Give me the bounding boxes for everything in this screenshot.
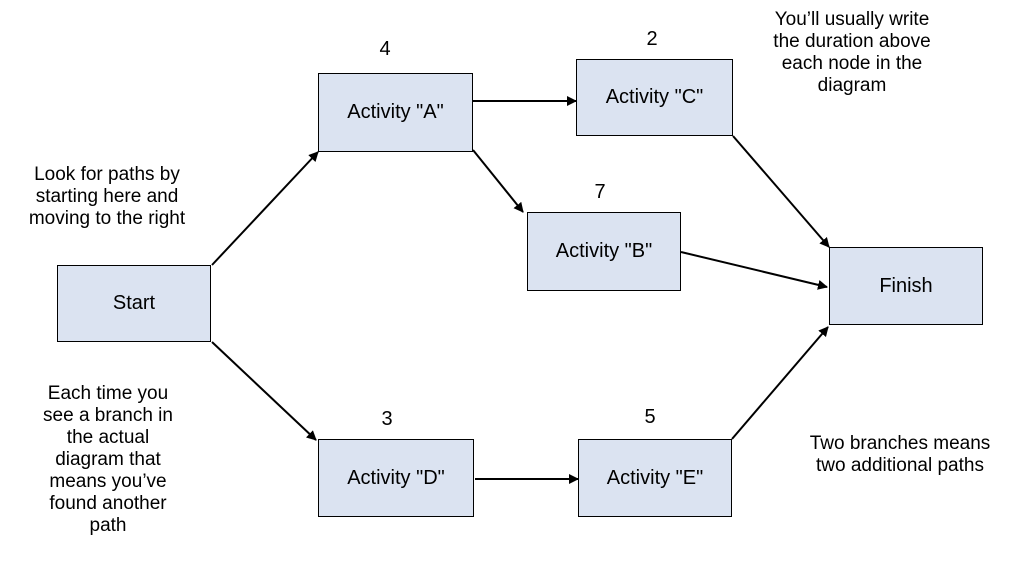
activity-b-label: Activity "B": [555, 240, 653, 262]
activity-e-node: Activity "E": [578, 439, 732, 517]
activity-e-duration: 5: [644, 406, 656, 428]
arrow-start-to-d: [211, 341, 317, 441]
arrow-c-to-finish: [732, 135, 830, 248]
activity-a-node: Activity "A": [318, 73, 473, 152]
activity-c-node: Activity "C": [576, 59, 733, 136]
activity-a-label: Activity "A": [347, 101, 444, 123]
duration-note: You’ll usually write the duration above …: [773, 9, 931, 96]
activity-a-duration: 4: [379, 38, 391, 60]
start-node: Start: [57, 265, 211, 342]
activity-b-node: Activity "B": [527, 212, 681, 291]
branch-explanation-note: Each time you see a branch in the actual…: [43, 383, 173, 536]
activity-d-node: Activity "D": [318, 439, 474, 517]
activity-c-duration: 2: [646, 28, 658, 50]
arrow-a-to-b: [472, 149, 524, 213]
arrow-start-to-a: [211, 151, 319, 266]
activity-b-duration: 7: [594, 181, 606, 203]
activity-d-label: Activity "D": [347, 466, 445, 489]
finish-node: Finish: [829, 247, 983, 325]
finish-label: Finish: [879, 274, 933, 297]
two-branches-note: Two branches means two additional paths: [809, 433, 991, 476]
activity-e-label: Activity "E": [606, 466, 704, 489]
start-label: Start: [112, 292, 156, 314]
arrow-e-to-finish: [731, 326, 829, 440]
activity-d-duration: 3: [381, 408, 393, 430]
look-for-paths-note: Look for paths by starting here and movi…: [28, 164, 186, 229]
arrow-b-to-finish: [680, 251, 828, 290]
activity-c-label: Activity "C": [605, 86, 704, 108]
